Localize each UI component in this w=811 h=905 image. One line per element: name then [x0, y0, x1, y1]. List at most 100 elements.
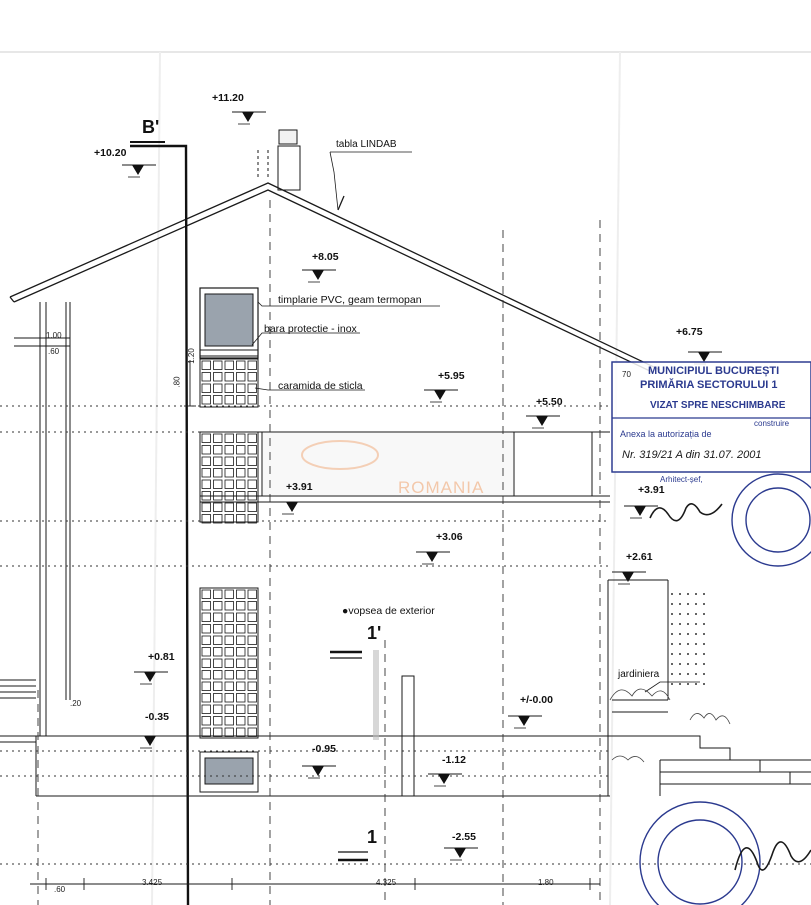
planter-dot — [703, 643, 705, 645]
glass-brick — [247, 433, 257, 443]
glass-brick — [247, 681, 257, 691]
glass-brick — [201, 647, 211, 657]
glass-brick — [247, 670, 257, 680]
stamp-architect: Arhitect-șef, — [660, 475, 703, 484]
elevation-triangle — [518, 716, 530, 726]
glass-brick — [247, 658, 257, 668]
stamp-approved: VIZAT SPRE NESCHIMBARE — [650, 400, 786, 411]
elevation-label: +3.91 — [638, 484, 665, 496]
glass-brick — [201, 372, 211, 382]
glass-brick — [247, 360, 257, 370]
elevation-label: +/-0.00 — [520, 694, 553, 706]
level-lines — [0, 405, 811, 865]
glass-brick — [236, 383, 246, 393]
planter-dot — [703, 593, 705, 595]
glass-brick — [213, 601, 223, 611]
paint-note-text: vopsea de exterior — [348, 605, 435, 617]
elevation-triangle — [242, 112, 254, 122]
glass-brick — [236, 704, 246, 714]
elevation-label: +2.61 — [626, 551, 653, 563]
glass-brick — [224, 727, 234, 737]
planter-dot — [695, 593, 697, 595]
glass-brick — [201, 589, 211, 599]
glass-brick — [224, 716, 234, 726]
planter-dot — [679, 593, 681, 595]
glass-brick — [201, 612, 211, 622]
elevation-triangle — [132, 165, 144, 175]
planter-dot — [703, 613, 705, 615]
planter-dot — [671, 673, 673, 675]
glass-brick-frame — [199, 358, 259, 408]
section-mark-1-label: 1 — [367, 827, 378, 847]
glass-brick — [213, 704, 223, 714]
glass-brick — [201, 445, 211, 455]
dimension-label: .80 — [172, 376, 182, 388]
glass-brick — [236, 716, 246, 726]
planter-dot — [703, 673, 705, 675]
glass-brick — [224, 601, 234, 611]
section-mark-b-label: B' — [142, 117, 160, 137]
glass-brick — [236, 456, 246, 466]
vertical-dimension-left — [14, 337, 196, 407]
glass-brick — [247, 445, 257, 455]
signature — [649, 503, 811, 871]
grid-lines — [37, 200, 601, 905]
glass-brick — [236, 727, 246, 737]
glass-brick — [247, 372, 257, 382]
glass-brick — [224, 433, 234, 443]
section-cut-line-b — [130, 144, 190, 905]
glass-brick — [213, 647, 223, 657]
glass-brick — [213, 468, 223, 478]
elevation-triangle — [434, 390, 446, 400]
glass-brick — [213, 491, 223, 501]
glass-brick — [224, 681, 234, 691]
planter-vegetation — [609, 688, 731, 763]
railing-note: bara protectie - inox — [264, 323, 357, 335]
glass-brick — [224, 693, 234, 703]
glass-brick — [201, 360, 211, 370]
glass-brick — [213, 658, 223, 668]
glass-brick — [201, 479, 211, 489]
section-mark-1 — [330, 650, 368, 862]
glass-brick — [224, 647, 234, 657]
balcony-parapet-hatch — [263, 433, 513, 495]
paper-fold-line — [609, 51, 621, 905]
glass-brick — [201, 514, 211, 524]
glass-brick — [201, 395, 211, 405]
glass-brick — [247, 727, 257, 737]
planter-dot — [679, 653, 681, 655]
glass-brick — [224, 445, 234, 455]
glass-brick — [213, 635, 223, 645]
elevation-label: +11.20 — [212, 92, 244, 104]
elevation-triangle — [698, 352, 710, 362]
building-walls — [0, 302, 610, 797]
planter-dot — [695, 613, 697, 615]
glass-brick — [236, 468, 246, 478]
planter-dot — [703, 683, 705, 685]
planter-dot — [695, 623, 697, 625]
glass-brick — [213, 383, 223, 393]
glass-brick — [201, 456, 211, 466]
glass-brick — [247, 704, 257, 714]
planter-dot — [687, 633, 689, 635]
glass-brick — [236, 433, 246, 443]
elevation-triangle — [312, 766, 324, 776]
glass-brick — [236, 647, 246, 657]
elevation-markers — [122, 111, 722, 861]
dimension-label: 1.20 — [186, 348, 196, 364]
elevation-label: +3.06 — [436, 531, 463, 543]
column-post — [401, 675, 415, 797]
paper-fold-line — [151, 51, 161, 905]
glass-brick — [236, 479, 246, 489]
stamp-annex: Anexa la autorizația de — [620, 429, 712, 439]
planter-dot — [679, 673, 681, 675]
glass-brick — [201, 693, 211, 703]
glass-brick — [224, 670, 234, 680]
glass-brick — [213, 395, 223, 405]
planter-dot — [679, 683, 681, 685]
planter-dot — [671, 683, 673, 685]
glass-brick — [201, 716, 211, 726]
glass-brick-panel-middle — [201, 433, 257, 524]
balcony-slab — [200, 431, 610, 503]
glass-brick — [247, 514, 257, 524]
